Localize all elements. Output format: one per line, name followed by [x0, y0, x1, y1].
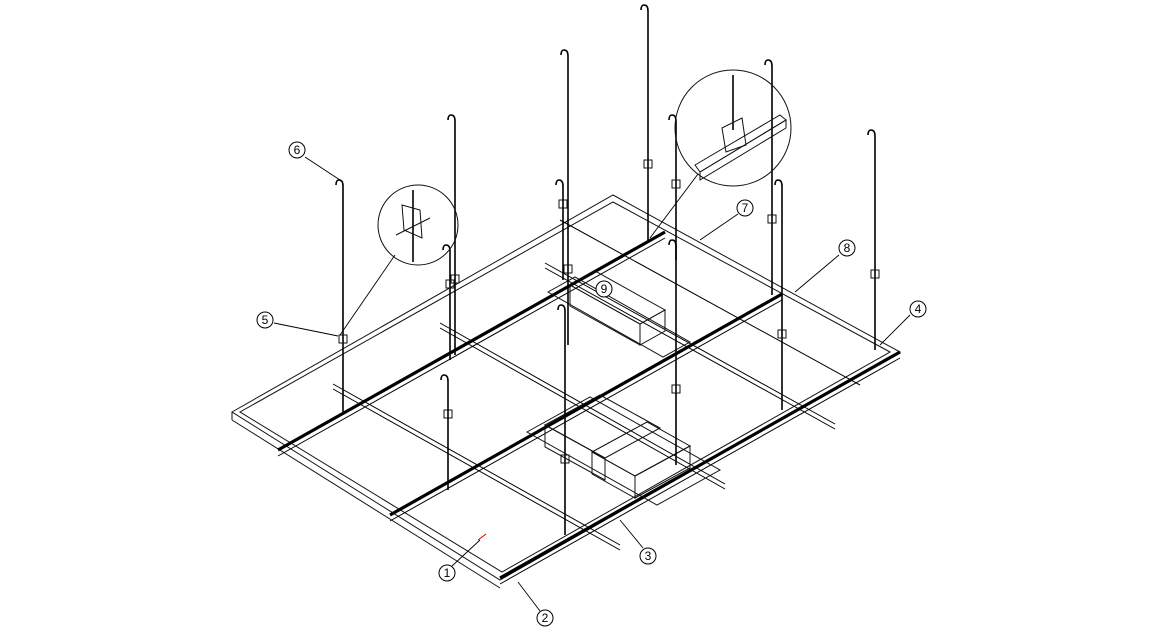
- hanger-wire: [442, 244, 451, 360]
- hanger-wire: [668, 239, 677, 465]
- leader-lines: [273, 156, 911, 612]
- hanger-clip: [445, 279, 455, 289]
- svg-text:7: 7: [742, 201, 749, 215]
- hanger-wire: [447, 114, 456, 355]
- svg-text:2: 2: [542, 611, 549, 625]
- red-mark: [477, 533, 487, 541]
- svg-text:9: 9: [601, 282, 608, 296]
- detail-circle-runner: [649, 69, 792, 239]
- hanger-wire: [557, 304, 566, 535]
- hanger-clip: [450, 274, 460, 284]
- hanger-wire: [555, 179, 564, 280]
- hanger-clip: [777, 329, 787, 339]
- hanger-wire: [774, 179, 783, 410]
- callout-7: 7: [736, 199, 754, 217]
- light-fixture-upper: [546, 270, 692, 358]
- callout-8: 8: [838, 239, 856, 257]
- detail-circle-clip: [339, 184, 459, 336]
- hanger-clip: [338, 334, 348, 344]
- hanger-clip: [767, 214, 777, 224]
- svg-text:3: 3: [645, 549, 652, 563]
- perimeter-frame: [231, 194, 902, 589]
- hanger-clip: [563, 264, 573, 274]
- callout-2: 2: [536, 609, 554, 627]
- svg-text:8: 8: [844, 241, 851, 255]
- callout-3: 3: [639, 547, 657, 565]
- hanger-wire: [867, 129, 876, 350]
- callout-6: 6: [288, 141, 306, 159]
- hanger-wire: [335, 179, 344, 415]
- hanger-clip: [643, 159, 653, 169]
- svg-text:4: 4: [915, 302, 922, 316]
- hanger-clip: [671, 384, 681, 394]
- hanger-wire: [440, 374, 449, 490]
- hanger-clip: [560, 454, 570, 464]
- svg-text:1: 1: [444, 566, 451, 580]
- svg-text:6: 6: [294, 143, 301, 157]
- light-fixture-lower: [525, 394, 722, 506]
- cross-tees: [332, 219, 861, 551]
- hanger-clip: [870, 269, 880, 279]
- hanger-clip: [671, 179, 681, 189]
- svg-text:5: 5: [262, 313, 269, 327]
- hanger-wire: [640, 4, 649, 240]
- callout-1: 1: [438, 564, 456, 582]
- hanger-wire: [764, 59, 773, 295]
- callout-4: 4: [909, 300, 927, 318]
- hanger-wires: [335, 4, 880, 535]
- hanger-clip: [558, 199, 568, 209]
- hanger-clip: [443, 409, 453, 419]
- hanger-wire: [560, 49, 569, 345]
- callout-9: 9: [595, 280, 613, 298]
- callout-5: 5: [256, 311, 274, 329]
